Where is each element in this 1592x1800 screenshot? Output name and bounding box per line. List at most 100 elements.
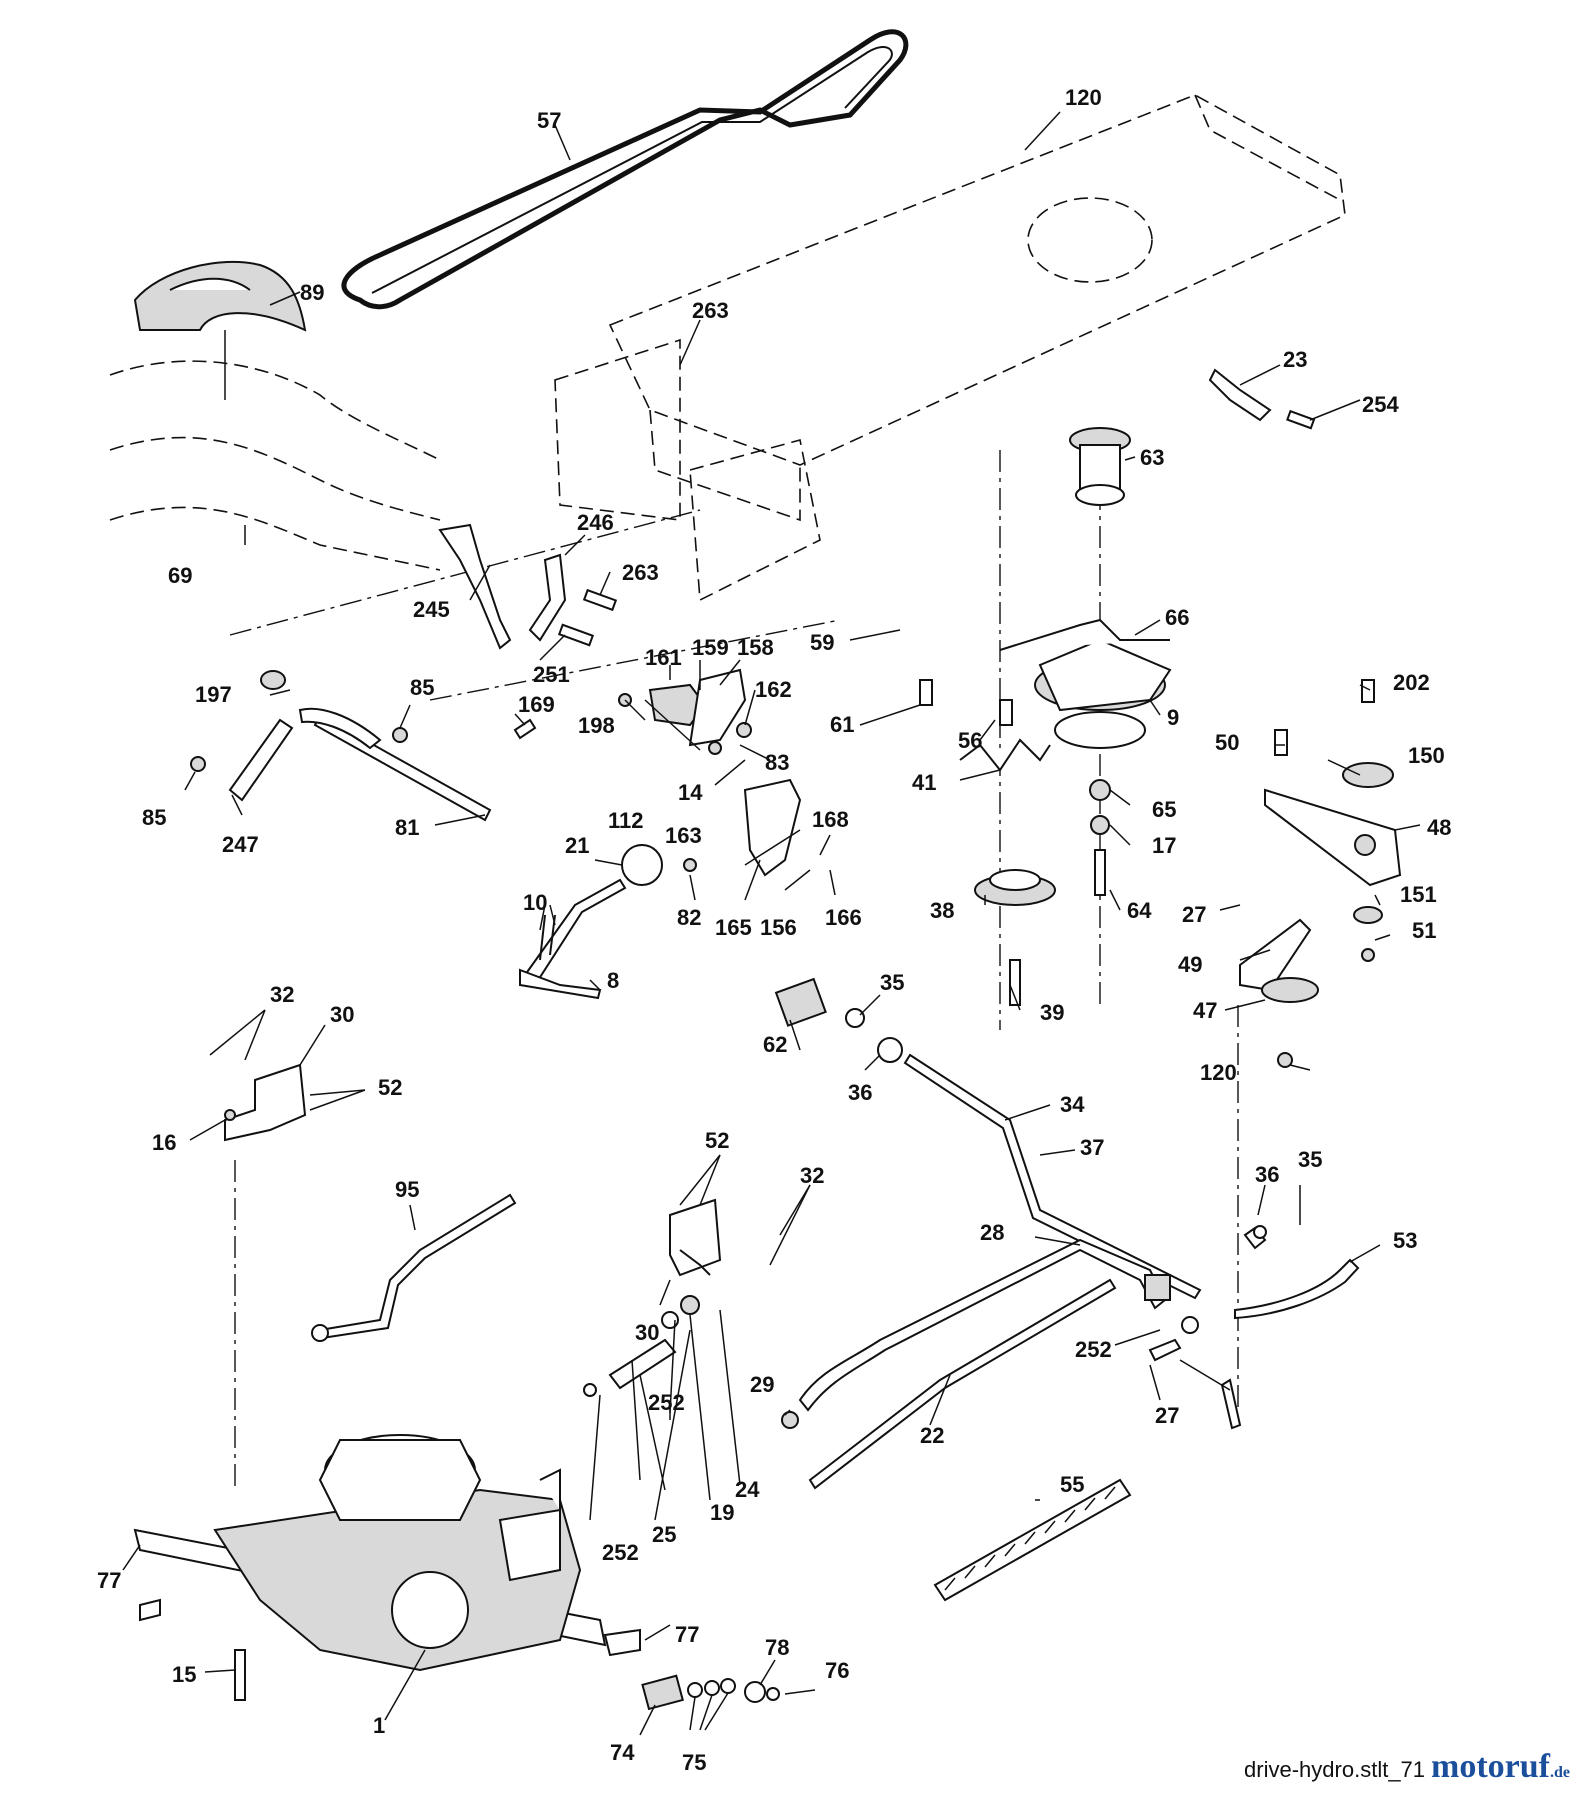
- callout-47: 47: [1193, 998, 1217, 1023]
- callout-166: 166: [825, 905, 862, 930]
- callout-36: 36: [848, 1080, 872, 1105]
- callout-263: 263: [692, 298, 729, 323]
- callout-27: 27: [1155, 1403, 1179, 1428]
- callout-17: 17: [1152, 833, 1176, 858]
- callout-23: 23: [1283, 347, 1307, 372]
- callout-252: 252: [648, 1390, 685, 1415]
- callout-169: 169: [518, 692, 555, 717]
- pulley-stack: [919, 427, 1172, 1006]
- callout-78: 78: [765, 1635, 789, 1660]
- callout-120: 120: [1200, 1060, 1237, 1085]
- callout-198: 198: [578, 713, 615, 738]
- callout-76: 76: [825, 1658, 849, 1683]
- callout-85: 85: [142, 805, 166, 830]
- callout-197: 197: [195, 682, 232, 707]
- brackets: [224, 1063, 722, 1277]
- callout-162: 162: [755, 677, 792, 702]
- callout-32: 32: [800, 1163, 824, 1188]
- callout-251: 251: [533, 662, 570, 687]
- callout-15: 15: [172, 1662, 196, 1687]
- callout-252: 252: [1075, 1337, 1112, 1362]
- callout-30: 30: [635, 1320, 659, 1345]
- callout-19: 19: [710, 1500, 734, 1525]
- callout-163: 163: [665, 823, 702, 848]
- callout-66: 66: [1165, 605, 1189, 630]
- callout-151: 151: [1400, 882, 1437, 907]
- callout-16: 16: [152, 1130, 176, 1155]
- callout-202: 202: [1393, 670, 1430, 695]
- callout-161: 161: [645, 645, 682, 670]
- callout-83: 83: [765, 750, 789, 775]
- callout-32: 32: [270, 982, 294, 1007]
- callout-64: 64: [1127, 898, 1152, 923]
- callout-41: 41: [912, 770, 936, 795]
- spring-small: [583, 1295, 700, 1397]
- callout-27: 27: [1182, 902, 1206, 927]
- transmission: [133, 1434, 641, 1701]
- callout-29: 29: [750, 1372, 774, 1397]
- callout-74: 74: [610, 1740, 635, 1765]
- callout-21: 21: [565, 833, 589, 858]
- callout-77: 77: [675, 1622, 699, 1647]
- shift-rod: [311, 1193, 517, 1342]
- callout-30: 30: [330, 1002, 354, 1027]
- callout-14: 14: [678, 780, 703, 805]
- callout-10: 10: [523, 890, 547, 915]
- callout-36: 36: [1255, 1162, 1279, 1187]
- callout-59: 59: [810, 630, 834, 655]
- callout-52: 52: [705, 1128, 729, 1153]
- control-rod: [774, 977, 1267, 1300]
- callout-52: 52: [378, 1075, 402, 1100]
- callout-22: 22: [920, 1423, 944, 1448]
- brand-tld: .de: [1550, 1764, 1570, 1781]
- callout-77: 77: [97, 1568, 121, 1593]
- shift-lever: [519, 844, 697, 1000]
- axle-spacers: [641, 1674, 780, 1711]
- callout-39: 39: [1040, 1000, 1064, 1025]
- callout-24: 24: [735, 1477, 760, 1502]
- callout-112: 112: [608, 808, 644, 833]
- callout-28: 28: [980, 1220, 1004, 1245]
- idler-bracket: [1208, 368, 1402, 1068]
- callout-51: 51: [1412, 918, 1436, 943]
- callout-75: 75: [682, 1750, 706, 1775]
- linkage-rods: [781, 1238, 1360, 1490]
- callout-50: 50: [1215, 730, 1239, 755]
- callout-35: 35: [880, 970, 904, 995]
- callout-1: 1: [373, 1713, 385, 1738]
- callout-85: 85: [410, 675, 434, 700]
- callout-55: 55: [1060, 1472, 1084, 1497]
- chassis-frame: [109, 94, 1346, 1490]
- drive-belt: [341, 29, 909, 310]
- pedal-shaft: [190, 670, 492, 822]
- callout-8: 8: [607, 968, 619, 993]
- control-brackets: [513, 668, 802, 877]
- callout-245: 245: [413, 597, 450, 622]
- callout-158: 158: [737, 635, 774, 660]
- callout-150: 150: [1408, 743, 1445, 768]
- callout-156: 156: [760, 915, 797, 940]
- callout-263: 263: [622, 560, 659, 585]
- callout-61: 61: [830, 712, 854, 737]
- callout-246: 246: [577, 510, 614, 535]
- callout-48: 48: [1427, 815, 1451, 840]
- brand-name: motoruf: [1431, 1748, 1550, 1785]
- callout-252: 252: [602, 1540, 639, 1565]
- callout-168: 168: [812, 807, 849, 832]
- callout-49: 49: [1178, 952, 1202, 977]
- callout-labels: 57 120 89 263 23 254 63 69 246 263 245 2…: [97, 85, 1451, 1775]
- brand-logo: motoruf.de: [1431, 1748, 1570, 1785]
- callout-65: 65: [1152, 797, 1176, 822]
- callout-53: 53: [1393, 1228, 1417, 1253]
- callout-81: 81: [395, 815, 419, 840]
- lever-brackets: [438, 523, 618, 650]
- callout-82: 82: [677, 905, 701, 930]
- leader-lines: [122, 111, 1421, 1736]
- callout-35: 35: [1298, 1147, 1322, 1172]
- callout-254: 254: [1362, 392, 1399, 417]
- callout-37: 37: [1080, 1135, 1104, 1160]
- callout-62: 62: [763, 1032, 787, 1057]
- callout-38: 38: [930, 898, 954, 923]
